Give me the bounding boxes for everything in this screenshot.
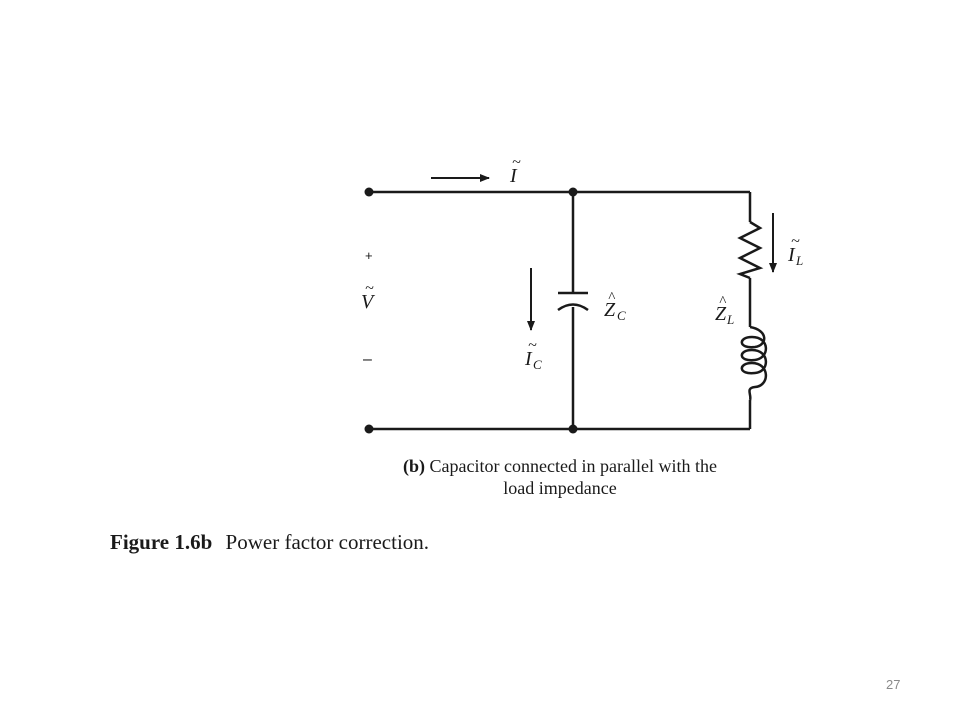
diagram-caption: (b) Capacitor connected in parallel with…	[330, 455, 790, 499]
junction-top	[568, 187, 578, 197]
plus-sign: +	[365, 248, 373, 263]
capacitor-impedance-accent: ^	[608, 290, 616, 306]
figure-title-text: Power factor correction.	[225, 530, 430, 554]
load-impedance-subscript: L	[726, 312, 734, 327]
caption-text-1: Capacitor connected in parallel with the	[429, 456, 717, 476]
load-impedance-accent: ^	[719, 294, 727, 310]
total-current-label: ~ I	[509, 154, 521, 187]
junction-bottom	[568, 424, 578, 434]
load-impedance-symbol: Z	[715, 303, 727, 325]
capacitor-symbol	[557, 291, 589, 312]
minus-sign: –	[363, 351, 372, 368]
wires	[369, 190, 752, 431]
inductor-symbol	[740, 325, 768, 401]
load-current-label: ~ I L	[787, 233, 803, 268]
capacitor-current-subscript: C	[533, 357, 542, 372]
caption-line-2: load impedance	[503, 478, 617, 498]
load-current-accent: ~	[791, 233, 800, 250]
voltage-label: ~ V	[361, 280, 376, 313]
capacitor-current-symbol: I	[524, 348, 533, 370]
caption-part-label: (b)	[403, 456, 426, 476]
load-current-subscript: L	[795, 253, 803, 268]
load-current-symbol: I	[787, 244, 796, 266]
figure-number: Figure 1.6b	[110, 530, 213, 554]
total-current-symbol: I	[509, 165, 518, 187]
voltage-symbol: V	[361, 291, 376, 313]
load-impedance-label: ^ Z L	[715, 294, 734, 327]
total-current-accent: ~	[512, 154, 521, 171]
voltage-accent: ~	[365, 280, 374, 297]
capacitor-impedance-label: ^ Z C	[604, 290, 626, 323]
capacitor-impedance-subscript: C	[617, 308, 626, 323]
capacitor-current-accent: ~	[528, 337, 537, 354]
caption-line-1: (b) Capacitor connected in parallel with…	[330, 455, 790, 477]
resistor-symbol	[736, 220, 764, 280]
capacitor-impedance-symbol: Z	[604, 299, 616, 321]
capacitor-current-label: ~ I C	[524, 337, 542, 372]
page-number: 27	[886, 677, 901, 692]
terminal-top	[364, 187, 374, 197]
terminal-bottom	[364, 424, 374, 434]
figure-title: Figure 1.6b Power factor correction.	[110, 530, 429, 555]
